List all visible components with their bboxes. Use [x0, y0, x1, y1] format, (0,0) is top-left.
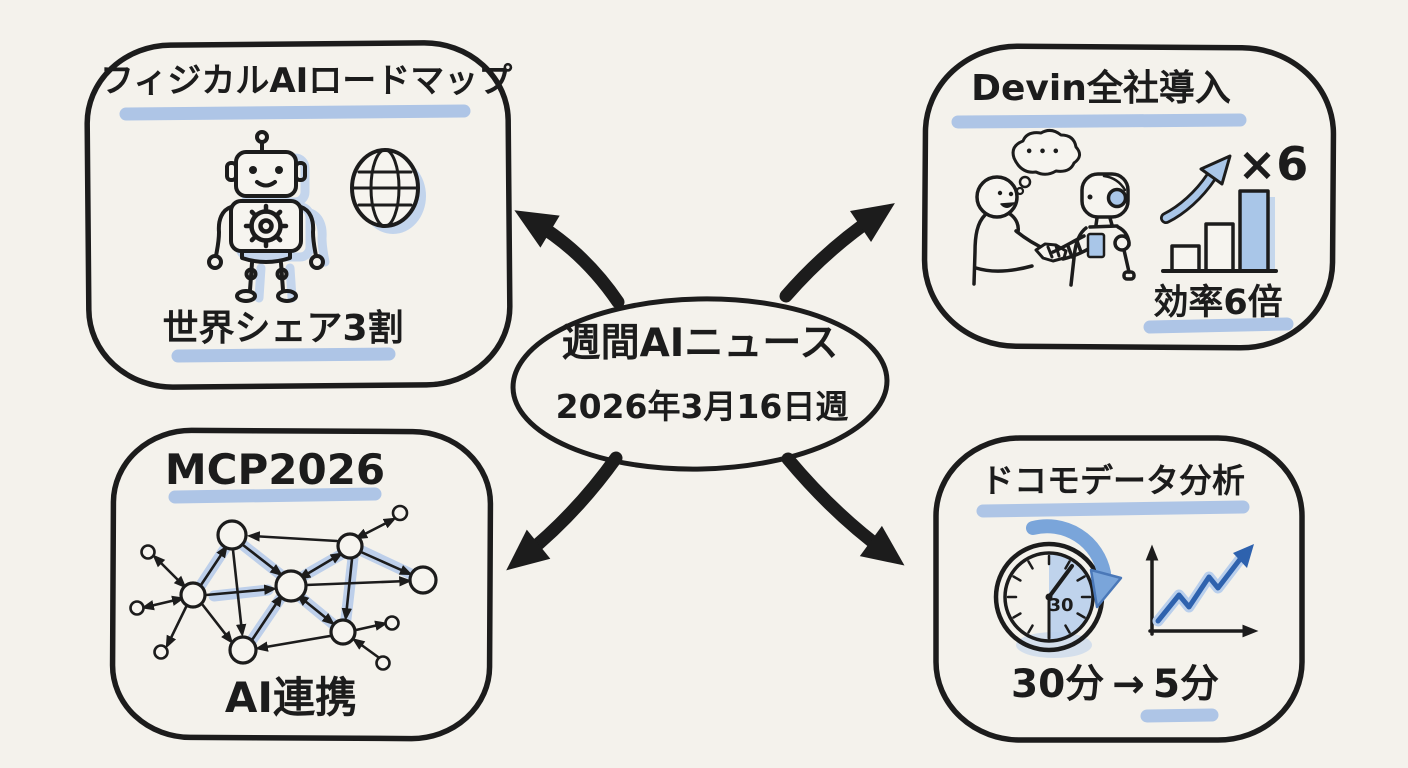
robot-chest-panel	[1086, 232, 1106, 259]
clock-value: 30	[1048, 595, 1074, 616]
arrow-to-devin	[779, 203, 895, 303]
physical-ai-box	[84, 40, 513, 390]
thought-bubble-icon	[1011, 128, 1081, 196]
radial-arrows	[506, 203, 905, 571]
person-figure	[972, 175, 1049, 286]
thought-dots: •••	[1025, 145, 1065, 160]
network-nodes	[129, 504, 438, 671]
gear-icon	[243, 203, 289, 249]
arrow-to-mcp	[506, 451, 623, 571]
multiplier-label: ×6	[1237, 137, 1309, 191]
growth-arrow-icon	[1160, 154, 1232, 224]
highlight-underlines	[119, 104, 1294, 723]
sweep-arrow-icon	[1026, 519, 1123, 609]
mcp-title: MCP2026	[164, 445, 386, 494]
mcp-caption: AI連携	[224, 673, 358, 722]
docomo-box	[933, 435, 1305, 743]
handshake-icon	[972, 172, 1136, 287]
line-chart-icon	[1145, 544, 1259, 638]
network-graph-icon	[129, 504, 438, 671]
network-edges	[140, 517, 413, 659]
physical-ai-title: フィジカルAIロードマップ	[100, 61, 513, 101]
docomo-caption-after: 5分	[1152, 662, 1220, 707]
center-title-line2: 2026年3月16日週	[555, 387, 849, 426]
bar-chart-icon	[1161, 189, 1278, 273]
clock-hour-hand	[1047, 564, 1074, 599]
arrow-to-docomo	[781, 452, 905, 566]
docomo-title: ドコモデータ分析	[981, 461, 1245, 500]
docomo-caption-before: 30分	[1010, 662, 1105, 707]
devin-caption: 効率6倍	[1153, 283, 1283, 323]
arrow-to-physical-ai	[514, 210, 625, 309]
robot-icon	[207, 130, 330, 303]
robot-figure	[1051, 172, 1136, 287]
physical-ai-caption: 世界シェア3割	[162, 308, 404, 349]
mcp-box	[109, 427, 494, 742]
clock-icon	[993, 541, 1105, 658]
docomo-caption: 30分 → 5分	[990, 662, 1240, 708]
docomo-caption-arrow: →	[1112, 662, 1145, 707]
globe-icon	[350, 148, 426, 234]
devin-title: Devin全社導入	[971, 68, 1231, 109]
center-bubble	[510, 296, 890, 472]
center-title-line1: 週間AIニュース	[561, 321, 839, 366]
devin-box	[921, 43, 1337, 351]
robot-face	[249, 166, 283, 174]
